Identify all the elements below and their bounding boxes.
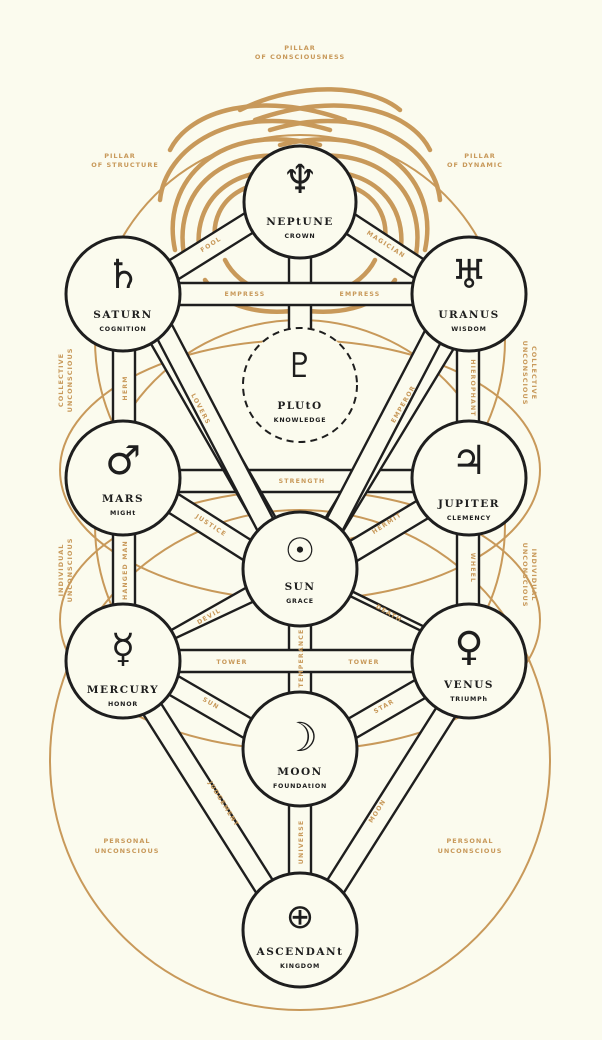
node-sub-ascendant: KINGDOM xyxy=(280,963,320,970)
node-sub-mercury: HONOR xyxy=(108,701,138,708)
pillar-dynamic-line2: OF DYNAMIC xyxy=(447,161,503,169)
venus-icon: ♀ xyxy=(454,624,483,670)
node-uranus: ♅ URANUS WISDOM xyxy=(412,237,526,351)
personal-left-line2: UNCONSCIOUS xyxy=(95,847,160,855)
node-sun: ☉ SUN GRACE xyxy=(243,512,357,626)
node-mercury: ☿ MERCURY HONOR xyxy=(66,604,180,718)
uranus-icon: ♅ xyxy=(451,252,487,298)
node-ascendant: ⊕ ASCENDANt KINGDOM xyxy=(243,873,357,987)
path-label-tower-right: TOWER xyxy=(348,659,379,666)
node-mars: ♂ MARS MIGHt xyxy=(66,421,180,535)
node-neptune: ♆ NEPtUNE CROWN xyxy=(244,146,356,258)
node-name-venus: VENUS xyxy=(443,679,494,691)
node-sub-moon: FOUNDAtION xyxy=(273,783,327,790)
neptune-icon: ♆ xyxy=(282,157,318,203)
saturn-icon: ♄ xyxy=(105,252,141,298)
collective-right-line2: UNCONSCIOUS xyxy=(521,341,529,406)
node-sub-uranus: WISDOM xyxy=(451,326,486,333)
node-name-moon: MOON xyxy=(277,766,323,778)
personal-right-line1: PERSONAL xyxy=(446,837,493,845)
node-sub-mars: MIGHt xyxy=(110,510,136,517)
path-label-wheel: WHEEL xyxy=(469,553,476,583)
node-saturn: ♄ SATURN COGNITION xyxy=(66,237,180,351)
node-name-sun: SUN xyxy=(285,581,316,593)
pillar-consciousness-line2: OF CONSCIOUSNESS xyxy=(255,53,345,61)
node-name-ascendant: ASCENDANt xyxy=(256,946,344,958)
jupiter-icon: ♃ xyxy=(451,438,487,484)
mars-icon: ♂ xyxy=(105,438,141,484)
node-moon: ☽ MOON FOUNDAtION xyxy=(243,692,357,806)
path-label-temperance: TEMPERANCE xyxy=(298,629,305,688)
moon-icon: ☽ xyxy=(282,715,318,761)
path-label-empress-left: EMPRESS xyxy=(225,291,266,298)
individual-left-line2: UNCONSCIOUS xyxy=(66,538,74,603)
node-sub-venus: TRIUMPh xyxy=(450,696,488,703)
path-label-empress-right: EMPRESS xyxy=(340,291,381,298)
pillar-dynamic-line1: PILLAR xyxy=(464,152,496,160)
earth-icon: ⊕ xyxy=(286,897,315,937)
mercury-icon: ☿ xyxy=(111,626,136,672)
path-label-hanged-man: HANGED MAN xyxy=(122,540,129,600)
node-jupiter: ♃ JUPITER CLEMENCY xyxy=(412,421,526,535)
pluto-icon: ♇ xyxy=(285,346,315,386)
node-sub-saturn: COGNITION xyxy=(99,326,146,333)
collective-left-line2: UNCONSCIOUS xyxy=(66,348,74,413)
personal-right-line2: UNCONSCIOUS xyxy=(438,847,503,855)
node-name-jupiter: JUPITER xyxy=(437,498,500,510)
collective-left-line1: COLLECTIVE xyxy=(57,353,65,407)
pillar-structure-line2: OF STRUCTURE xyxy=(91,161,159,169)
path-label-strength: STRENGTH xyxy=(279,478,326,485)
path-label-hermit-left: HERM xyxy=(122,375,129,400)
collective-right-line1: COLLECTIVE xyxy=(530,346,538,400)
node-name-neptune: NEPtUNE xyxy=(266,216,334,228)
node-sub-neptune: CROWN xyxy=(284,233,315,240)
node-pluto: ♇ PLUtO KNOWLEDGE xyxy=(243,328,357,442)
personal-left-line1: PERSONAL xyxy=(103,837,150,845)
individual-left-line1: INDIVIDUAL xyxy=(57,544,65,597)
individual-right-line1: INDIVIDUAL xyxy=(530,549,538,602)
node-sub-sun: GRACE xyxy=(286,598,314,605)
path-label-universe: UNIVERSE xyxy=(298,820,305,865)
path-label-tower-left: TOWER xyxy=(216,659,247,666)
pillar-structure-line1: PILLAR xyxy=(104,152,136,160)
node-name-pluto: PLUtO xyxy=(277,400,322,412)
node-sub-jupiter: CLEMENCY xyxy=(447,515,491,522)
node-venus: ♀ VENUS TRIUMPh xyxy=(412,604,526,718)
individual-right-line2: UNCONSCIOUS xyxy=(521,543,529,608)
node-sub-pluto: KNOWLEDGE xyxy=(274,417,327,424)
path-label-hierophant: HIEROPHANT xyxy=(469,359,476,417)
node-name-mars: MARS xyxy=(102,493,144,505)
node-name-uranus: URANUS xyxy=(438,309,499,321)
node-name-saturn: SATURN xyxy=(93,309,152,321)
pillar-consciousness-line1: PILLAR xyxy=(284,44,316,52)
node-name-mercury: MERCURY xyxy=(87,684,159,696)
sun-icon: ☉ xyxy=(285,531,315,571)
